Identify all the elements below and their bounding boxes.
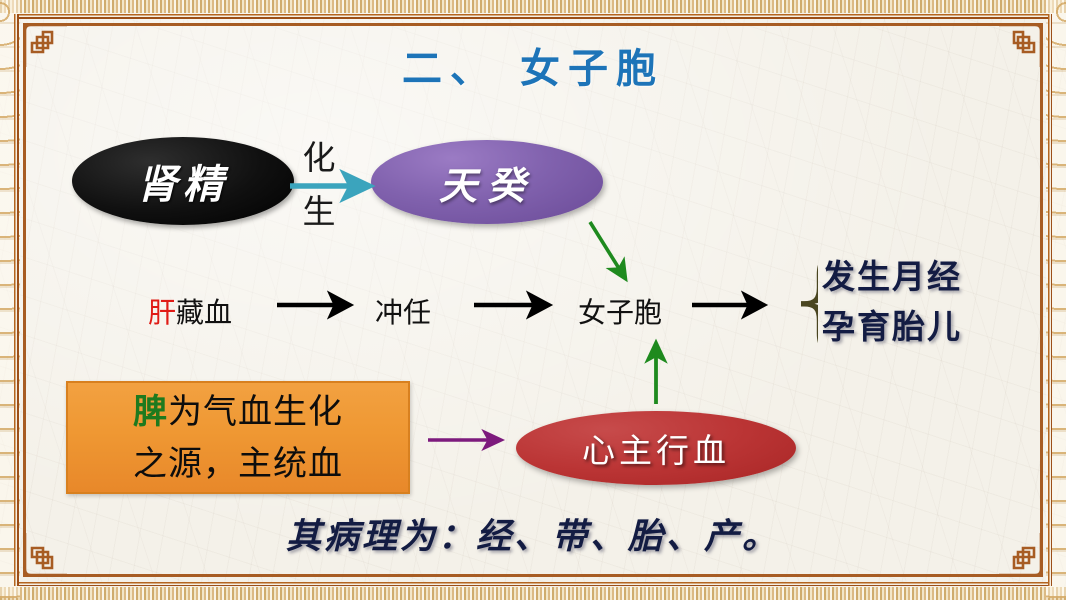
label-liver-stores-blood: 肝藏血 [148,291,232,331]
label-transform-char2: 生 [302,192,336,231]
node-heart: 心主行血 [516,411,796,485]
label-transform-char1: 化 [302,138,336,177]
spleen-line-1: 脾为气血生化 [133,386,343,438]
label-uterus: 女子胞 [578,296,663,329]
spleen-line-2: 之源，主统血 [133,443,343,484]
label-liver-rest: 藏血 [176,296,233,329]
node-kidney-essence-label: 肾精 [137,161,229,208]
label-liver-char: 肝 [148,296,177,329]
node-tiangui: 天癸 [371,140,603,224]
node-kidney-essence: 肾精 [72,137,294,225]
label-transform: 化 生 [299,131,339,239]
bottom-note: 其病理为：经、带、胎、产。 [285,516,780,557]
spleen-callout-box: 脾为气血生化 之源，主统血 [66,381,410,494]
spleen-line-1-rest: 为气血生化 [168,391,343,432]
spleen-accent-char: 脾 [133,391,168,432]
results-line-2: 孕育胎儿 [822,307,962,346]
node-tiangui-label: 天癸 [438,162,535,208]
label-chongren: 冲任 [375,296,432,329]
node-heart-label: 心主行血 [582,431,730,470]
results-line-1: 发生月经 [822,257,962,296]
results-brace: { [788,255,818,345]
page-title: 二、 女子胞 [402,46,664,92]
results-text: 发生月经 孕育胎儿 [822,252,962,352]
